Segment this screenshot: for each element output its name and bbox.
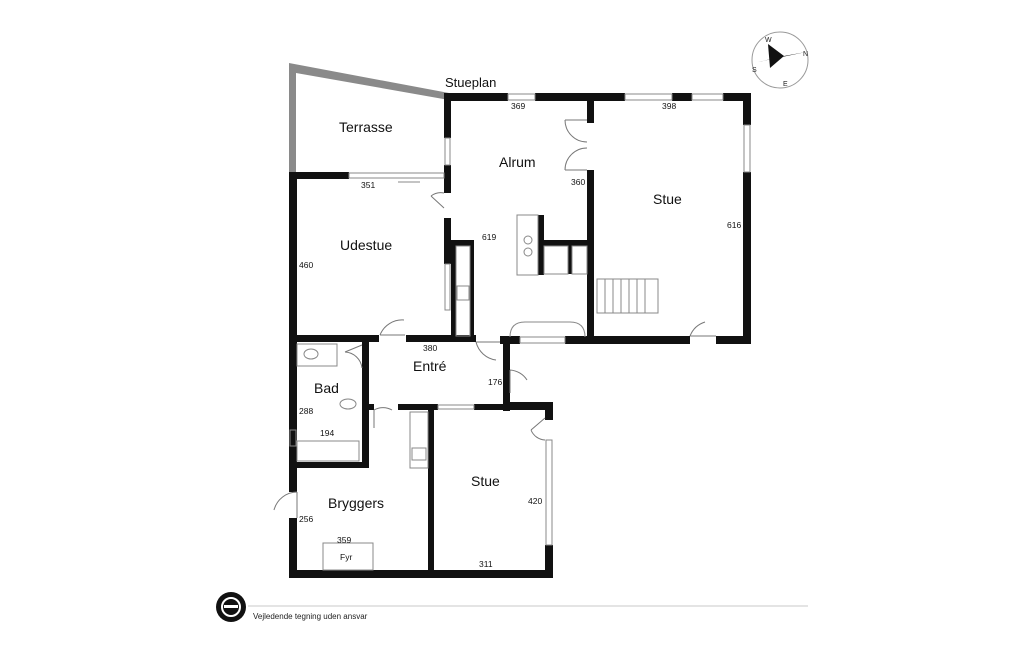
dim-256: 256 <box>299 514 313 524</box>
room-bryggers: Bryggers <box>328 495 384 511</box>
doors <box>273 119 716 518</box>
room-terrasse: Terrasse <box>339 119 393 135</box>
footer: Vejledende tegning uden ansvar <box>216 592 808 622</box>
windows <box>289 93 751 546</box>
room-entre: Entré <box>413 358 447 374</box>
room-stue-large: Stue <box>653 191 682 207</box>
dim-288: 288 <box>299 406 313 416</box>
dim-359: 359 <box>337 535 351 545</box>
room-bad: Bad <box>314 380 339 396</box>
dim-616: 616 <box>727 220 741 230</box>
plan-title: Stueplan <box>445 75 496 90</box>
dim-619: 619 <box>482 232 496 242</box>
fixtures <box>296 181 659 571</box>
dim-369: 369 <box>511 101 525 111</box>
room-udestue: Udestue <box>340 237 392 253</box>
dim-420: 420 <box>528 496 542 506</box>
compass-w: W <box>765 37 772 44</box>
dim-351: 351 <box>361 180 375 190</box>
dim-194: 194 <box>320 428 334 438</box>
logo-icon <box>216 592 246 622</box>
walls <box>289 93 751 578</box>
compass-s: S <box>752 67 757 74</box>
room-stue-small: Stue <box>471 473 500 489</box>
compass-n: N <box>803 51 808 58</box>
label-fyr: Fyr <box>340 552 352 562</box>
dim-176: 176 <box>488 377 502 387</box>
room-alrum: Alrum <box>499 154 536 170</box>
compass-e: E <box>783 81 788 88</box>
compass-icon: W N S E <box>751 31 809 89</box>
dim-398: 398 <box>662 101 676 111</box>
dim-460: 460 <box>299 260 313 270</box>
terrace-outline <box>289 63 449 172</box>
dim-311: 311 <box>479 559 493 569</box>
dim-360: 360 <box>571 177 585 187</box>
dim-380: 380 <box>423 343 437 353</box>
footer-disclaimer: Vejledende tegning uden ansvar <box>253 612 368 621</box>
